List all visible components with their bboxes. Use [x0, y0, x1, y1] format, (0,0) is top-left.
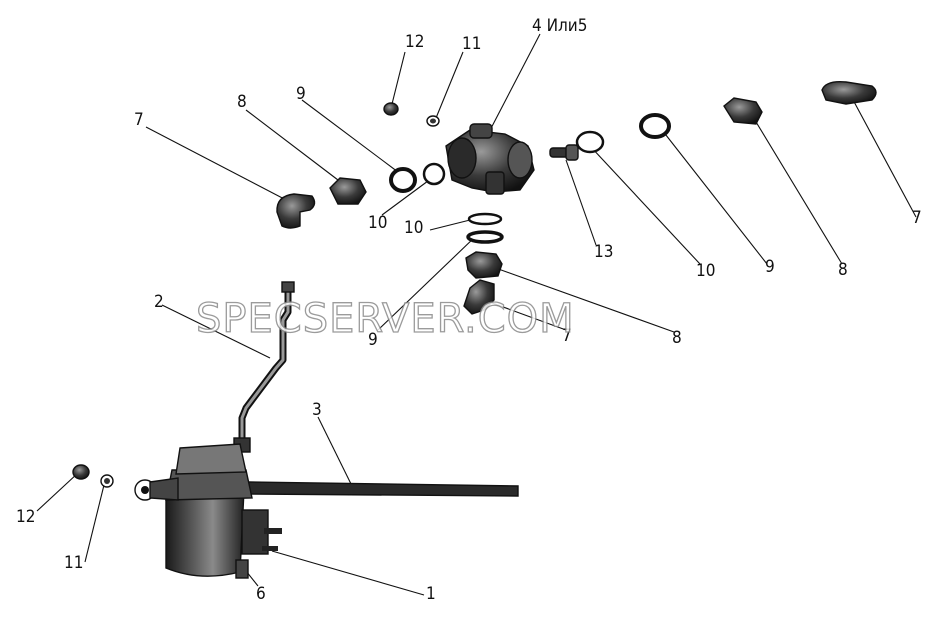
label-part-12-bottom: 12 [16, 507, 36, 527]
part-13-bolt [549, 144, 579, 161]
label-part-6: 6 [256, 584, 266, 604]
part-10-ring-right [575, 130, 605, 154]
part-10-ring-lower [467, 212, 503, 226]
label-part-11-bottom: 11 [64, 553, 84, 573]
label-part-11-top: 11 [462, 34, 482, 54]
part-3-rod [247, 481, 519, 497]
part-9-ring-lower [466, 230, 504, 244]
part-8-nut-left [329, 177, 367, 205]
part-8-nut-center [465, 251, 503, 279]
label-part-8-left: 8 [237, 92, 247, 112]
label-part-10-a: 10 [368, 213, 388, 233]
label-part-8-right: 8 [838, 260, 848, 280]
part-10-ring-left [422, 162, 446, 186]
watermark-text: SPECSERVER.COM [195, 295, 575, 342]
label-part-9-center: 9 [368, 330, 378, 350]
label-part-10-b: 10 [404, 218, 424, 238]
part-8-nut-right [723, 97, 763, 125]
label-part-7-right: 7 [912, 208, 922, 228]
label-part-9-left: 9 [296, 84, 306, 104]
part-7-elbow-center [463, 279, 495, 315]
part-9-ring-right [639, 113, 671, 139]
leader-lines [36, 33, 917, 596]
label-part-4: 4 Или5 [532, 16, 588, 36]
part-7-elbow-left [276, 193, 316, 229]
label-part-9-right: 9 [765, 257, 775, 277]
label-part-7-left: 7 [134, 110, 144, 130]
label-part-12-top: 12 [405, 32, 425, 52]
part-7-elbow-right [821, 80, 877, 105]
part-9-ring-left [389, 167, 417, 193]
part-11-washer-top [426, 115, 440, 127]
part-12-nut-bottom [72, 464, 90, 480]
part-12-nut-top [383, 102, 399, 116]
label-part-2: 2 [154, 292, 164, 312]
label-part-7-center: 7 [562, 326, 572, 346]
label-part-3: 3 [312, 400, 322, 420]
label-part-13: 13 [594, 242, 614, 262]
part-4-valve-body [445, 123, 535, 195]
label-part-1: 1 [426, 584, 436, 604]
part-1-main-body [134, 443, 282, 579]
part-11-washer-bottom [100, 474, 114, 488]
label-part-8-center: 8 [672, 328, 682, 348]
label-part-10-right: 10 [696, 261, 716, 281]
